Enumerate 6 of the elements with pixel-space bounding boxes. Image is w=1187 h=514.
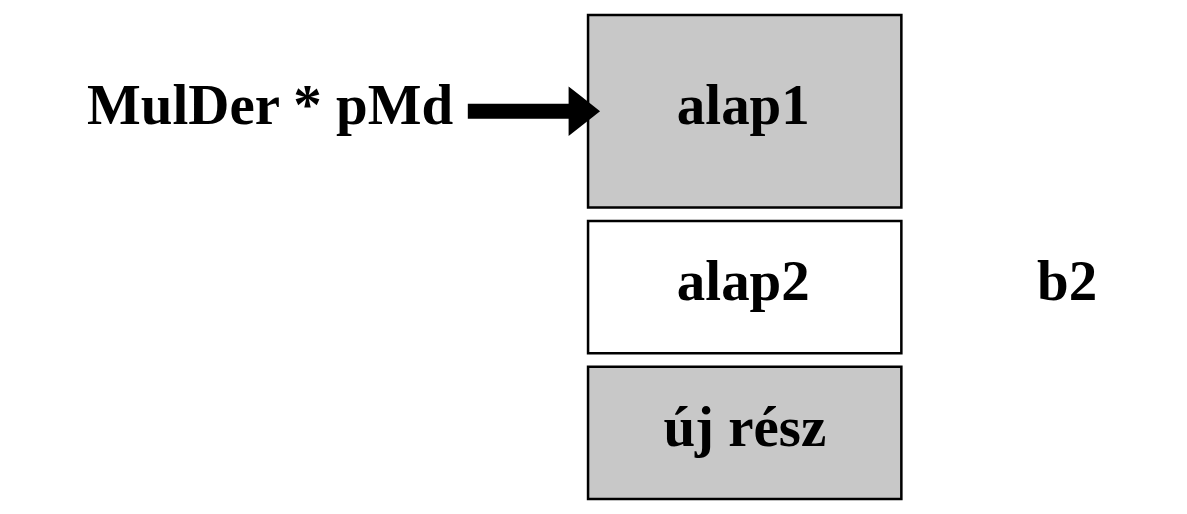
node-text: MulDer * pMd — [87, 73, 454, 137]
node-box: új rész — [586, 365, 903, 501]
arrow — [467, 86, 601, 136]
node-label: b2 — [1037, 249, 1098, 313]
node-box: alap2 — [586, 219, 903, 355]
node-box: alap1 — [586, 13, 903, 209]
